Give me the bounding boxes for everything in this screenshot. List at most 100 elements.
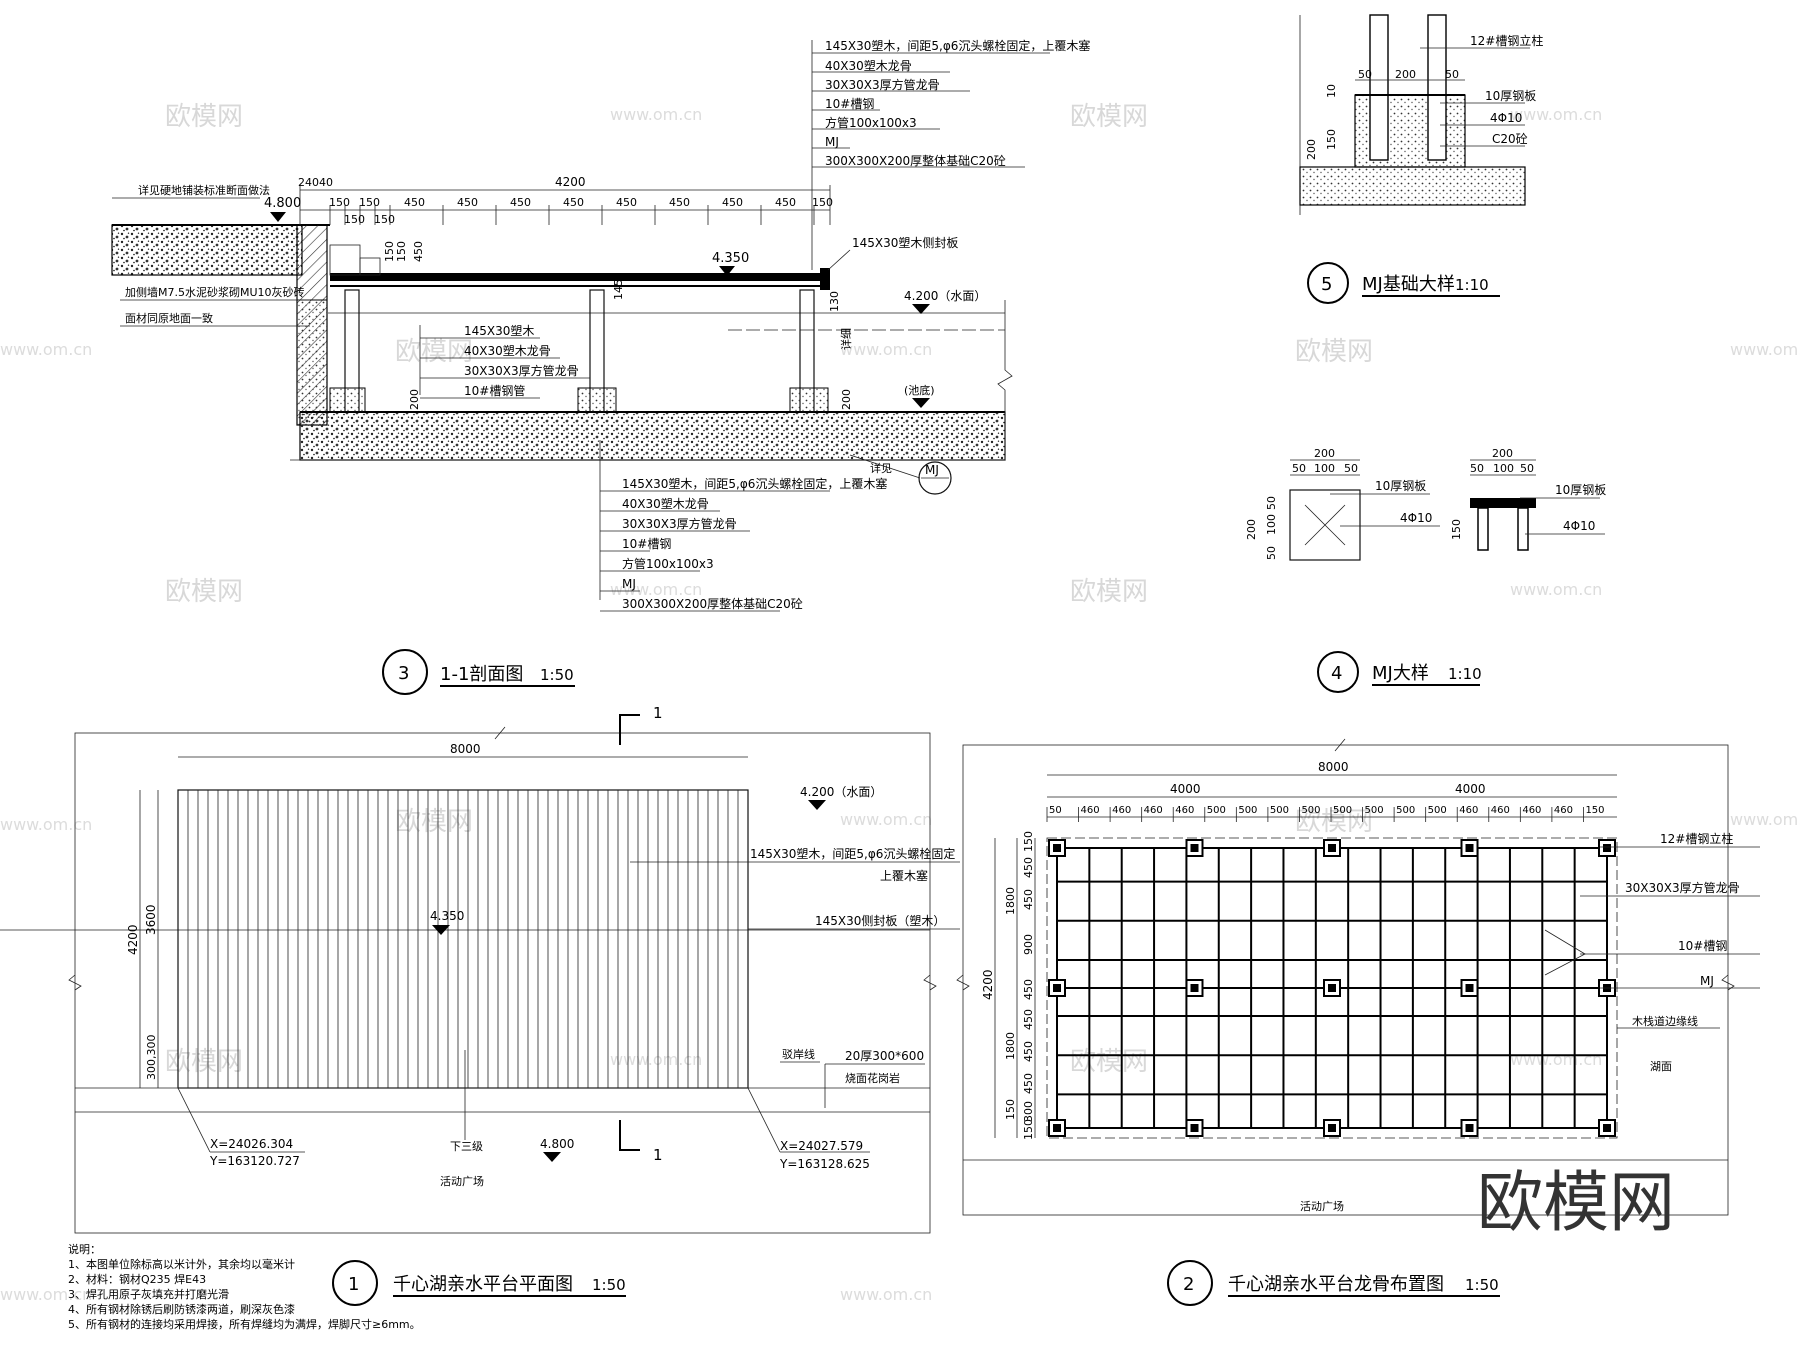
svg-text:150: 150	[812, 196, 833, 209]
title-number-circle	[1307, 262, 1349, 304]
elev-ground: 4.800	[540, 1137, 574, 1151]
svg-text:40X30塑木龙骨: 40X30塑木龙骨	[825, 58, 912, 73]
detail-4-mj: 200 50 100 50 200 50 100 50 10厚钢板 4Φ10 2…	[1245, 447, 1606, 693]
label-steps: 下三级	[450, 1140, 483, 1153]
title-number-circle	[1167, 1260, 1213, 1306]
svg-text:40X30塑木龙骨: 40X30塑木龙骨	[464, 343, 551, 358]
svg-text:145X30塑木，间距5,φ6沉头螺栓固定，上覆木塞: 145X30塑木，间距5,φ6沉头螺栓固定，上覆木塞	[622, 476, 887, 491]
svg-text:150: 150	[383, 241, 396, 262]
dims-top-row: 150 150 150 150 450 450 450 450 450 450 …	[329, 196, 833, 226]
svg-text:50: 50	[1292, 462, 1306, 475]
title-number: 5	[1321, 274, 1332, 295]
notes-item: 4、所有钢材除锈后刷防锈漆两道，刷深灰色漆	[68, 1302, 295, 1316]
title-number: 2	[1183, 1274, 1194, 1295]
title-scale: 1:50	[592, 1276, 626, 1294]
title-text: 千心湖亲水平台平面图	[393, 1274, 573, 1295]
coord-left-x: X=24026.304	[210, 1137, 293, 1151]
elev-water: 4.200（水面）	[904, 289, 986, 303]
detail-5-foundation: 50 200 50 200 150 10 12#槽钢立柱 10厚钢板 4Φ10 …	[1299, 14, 1543, 304]
section-mark-top	[619, 714, 640, 745]
dim-top-value: 460	[1554, 805, 1573, 816]
coord-right-x: X=24027.579	[780, 1139, 863, 1153]
dim-top-value: 460	[1491, 805, 1510, 816]
svg-text:150: 150	[1450, 519, 1463, 540]
svg-text:50: 50	[1445, 68, 1459, 81]
column-core	[1465, 1124, 1474, 1132]
steel-plate	[1470, 498, 1536, 508]
deck-board	[330, 273, 830, 281]
title-scale: 1:10	[1455, 276, 1489, 294]
dim-top-value: 460	[1144, 805, 1163, 816]
detail-ref: 详见	[870, 461, 892, 475]
dims-side: 150 450 450 1800 900 450 450 1800 450 45…	[1004, 831, 1035, 1140]
svg-text:50: 50	[1265, 496, 1278, 510]
coord-left-y: Y=163120.727	[209, 1154, 300, 1168]
brand-logo: 欧模网	[1477, 1164, 1675, 1241]
watermark-site: www.om.cn	[1730, 340, 1800, 359]
watermark-site: www.om.cn	[0, 340, 92, 359]
svg-text:200: 200	[408, 389, 421, 410]
elev-marker	[912, 304, 930, 314]
dim-top-value: 460	[1081, 805, 1100, 816]
svg-text:4Φ10: 4Φ10	[1563, 519, 1595, 533]
dim-top-value: 500	[1365, 805, 1384, 816]
svg-text:300X300X200厚整体基础C20砼: 300X300X200厚整体基础C20砼	[622, 596, 803, 611]
svg-text:30X30X3厚方管龙骨: 30X30X3厚方管龙骨	[464, 363, 579, 378]
svg-text:12#槽钢立柱: 12#槽钢立柱	[1660, 831, 1733, 846]
svg-text:10厚钢板: 10厚钢板	[1485, 89, 1536, 103]
dim-height: 4200	[126, 924, 140, 955]
label-edge: 驳岸线	[782, 1047, 815, 1061]
svg-text:100: 100	[1314, 462, 1335, 475]
svg-text:450: 450	[457, 196, 478, 209]
label-plaza: 活动广场	[1300, 1199, 1344, 1213]
svg-text:50: 50	[1470, 462, 1484, 475]
mj-ref: MJ	[925, 463, 939, 477]
watermark-layer: 欧模网 www.om.cn 欧模网 www.om.cn www.om.cn 欧模…	[0, 102, 1800, 1304]
top-labels: 145X30塑木，间距5,φ6沉头螺栓固定，上覆木塞 40X30塑木龙骨 30X…	[825, 38, 1090, 168]
note-fascia: 145X30塑木侧封板	[852, 235, 958, 250]
svg-text:150: 150	[1022, 831, 1035, 852]
watermark-site: www.om.cn	[840, 1285, 932, 1304]
svg-text:450: 450	[1022, 1009, 1035, 1030]
svg-text:200: 200	[1245, 519, 1258, 540]
note-wall: 加侧墙M7.5水泥砂浆砌MU10灰砂砖	[125, 285, 305, 299]
svg-text:145X30塑木: 145X30塑木	[464, 323, 534, 338]
dim-half-right: 4000	[1455, 782, 1486, 796]
side-fascia	[820, 268, 830, 290]
svg-text:145X30塑木，间距5,φ6沉头螺栓固定，上覆木塞: 145X30塑木，间距5,φ6沉头螺栓固定，上覆木塞	[825, 38, 1090, 53]
elev-deck: 4.350	[430, 909, 464, 923]
note-surface: 面材同原地面一致	[125, 311, 213, 325]
svg-text:450: 450	[412, 241, 425, 262]
dims-vertical: 150 150 450 145 130 200 200 详细	[383, 241, 853, 410]
column-core	[1328, 984, 1336, 992]
bottom-labels: 145X30塑木，间距5,φ6沉头螺栓固定，上覆木塞 40X30塑木龙骨 30X…	[622, 476, 887, 611]
watermark-brand: 欧模网	[395, 337, 473, 367]
watermark-brand: 欧模网	[165, 1047, 243, 1077]
svg-text:450: 450	[1022, 889, 1035, 910]
svg-text:300: 300	[1022, 1101, 1035, 1122]
section-mark-bottom	[619, 1120, 640, 1151]
svg-text:130: 130	[828, 291, 841, 312]
watermark-site: www.om.cn	[1510, 1050, 1602, 1069]
channel-post	[1369, 14, 1389, 161]
watermark-brand: 欧模网	[395, 807, 473, 837]
footing	[789, 387, 829, 413]
svg-text:1800: 1800	[1004, 1032, 1017, 1060]
svg-text:200: 200	[1492, 447, 1513, 460]
svg-text:450: 450	[510, 196, 531, 209]
svg-text:12#槽钢立柱: 12#槽钢立柱	[1470, 33, 1543, 48]
plan-2-labels: 12#槽钢立柱 30X30X3厚方管龙骨 10#槽钢 MJ 木栈道边缘线	[1625, 831, 1740, 1028]
dim-top-value: 500	[1270, 805, 1289, 816]
svg-text:4Φ10: 4Φ10	[1400, 511, 1432, 525]
notes-heading: 说明：	[68, 1242, 101, 1256]
svg-text:MJ: MJ	[1700, 974, 1714, 988]
svg-text:200: 200	[840, 389, 853, 410]
note-paving: 详见硬地铺装标准断面做法	[138, 183, 270, 197]
dim-top-value: 500	[1428, 805, 1447, 816]
title-number: 1	[348, 1274, 359, 1295]
elev-deck: 4.350	[712, 251, 749, 266]
dim-top-value: 500	[1301, 805, 1320, 816]
column-core	[1328, 1124, 1336, 1132]
svg-text:900: 900	[1022, 934, 1035, 955]
